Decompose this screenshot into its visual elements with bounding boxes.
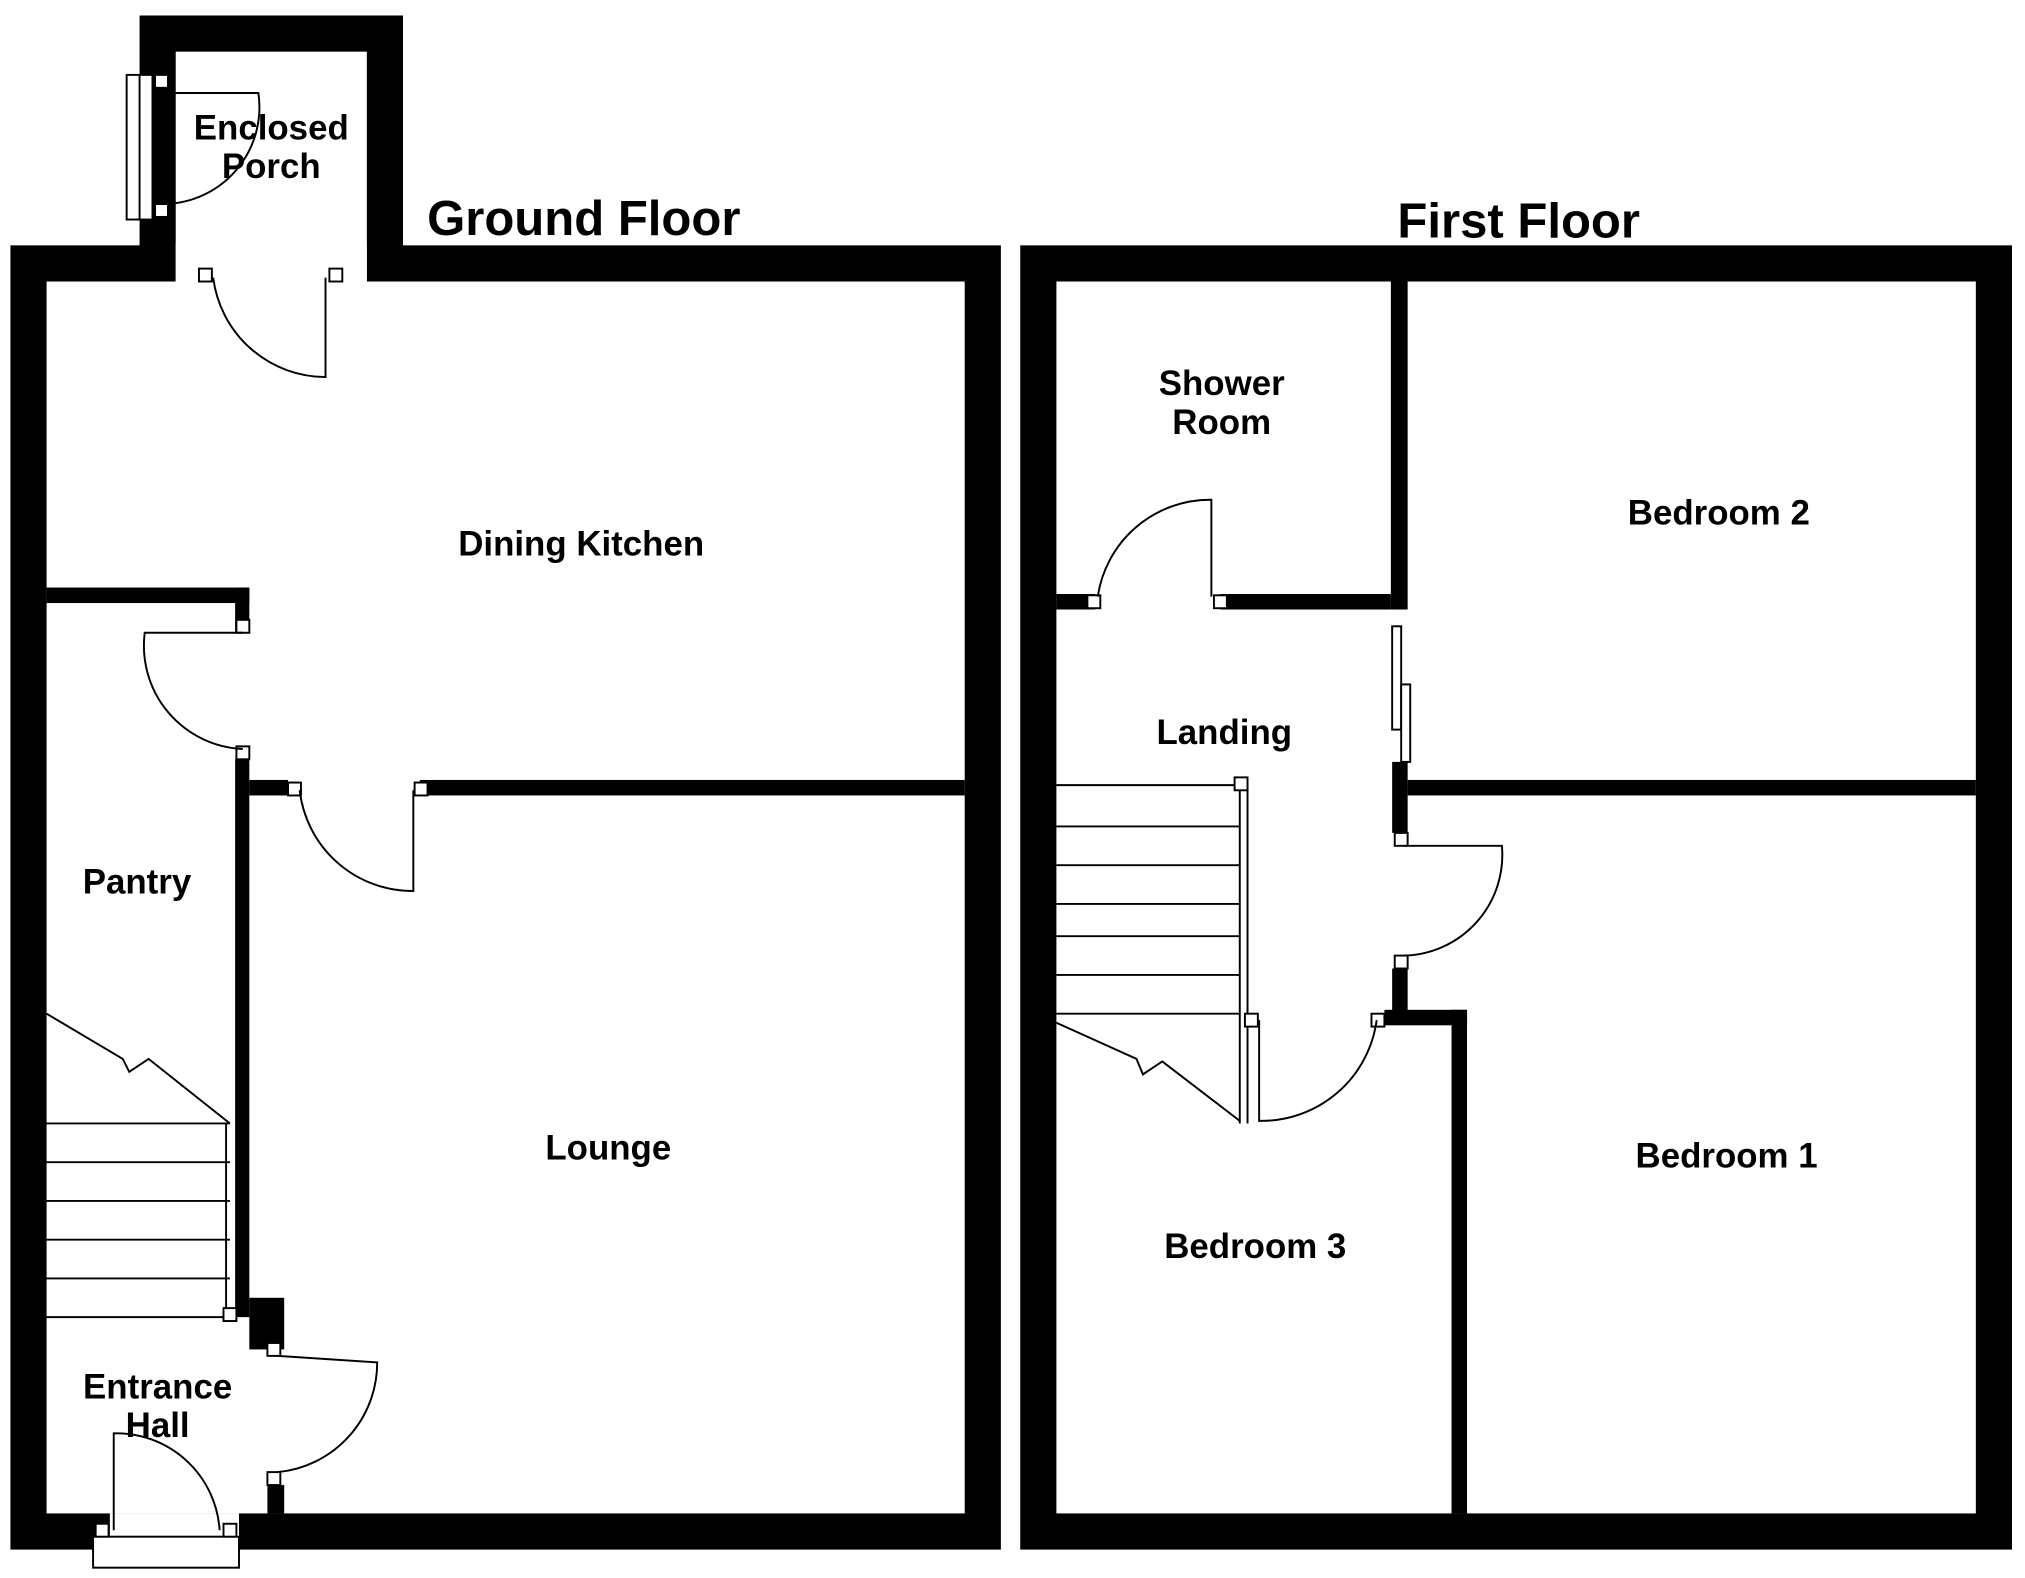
room-label-bedroom-2: Bedroom 2: [1628, 493, 1810, 532]
room-label-entrance: Entrance: [83, 1368, 232, 1407]
porch-door-swing: [161, 92, 261, 205]
ground-floor: Ground Floor Enclosed Porch Dining Kitch…: [10, 15, 1001, 1569]
room-label-dining-kitchen: Dining Kitchen: [458, 524, 704, 563]
shower-door-swing: [1096, 498, 1213, 597]
lounge-door-swing: [277, 1354, 379, 1474]
bedroom3-door-swing: [1258, 1020, 1378, 1122]
lounge-kitchen-door-swing: [298, 790, 415, 892]
room-label-shower: Shower: [1159, 364, 1285, 403]
room-label-room: Room: [1172, 403, 1271, 442]
ground-floor-title: Ground Floor: [427, 192, 740, 246]
first-floor-title: First Floor: [1397, 195, 1640, 249]
front-door-swing: [112, 1432, 221, 1531]
ground-stairs: [46, 1012, 238, 1322]
room-label-porch: Porch: [222, 147, 321, 186]
room-label-enclosed-porch: Enclosed: [194, 108, 349, 147]
room-label-bedroom-1: Bedroom 1: [1636, 1136, 1818, 1175]
front-door-step: [92, 1535, 240, 1569]
room-label-bedroom-3: Bedroom 3: [1164, 1227, 1346, 1266]
first-floor: First Floor Shower Room Bedroom 2 Landin…: [1020, 195, 2012, 1550]
room-label-pantry: Pantry: [83, 863, 192, 902]
sliding-door: [1391, 625, 1403, 731]
kitchen-door-swing: [212, 277, 327, 379]
room-label-landing: Landing: [1157, 713, 1293, 752]
room-label-lounge: Lounge: [545, 1129, 671, 1168]
bedroom1-door-swing: [1405, 844, 1504, 957]
room-label-hall: Hall: [126, 1406, 190, 1445]
pantry-door-swing: [142, 631, 243, 750]
first-stairs: [1056, 776, 1259, 1124]
